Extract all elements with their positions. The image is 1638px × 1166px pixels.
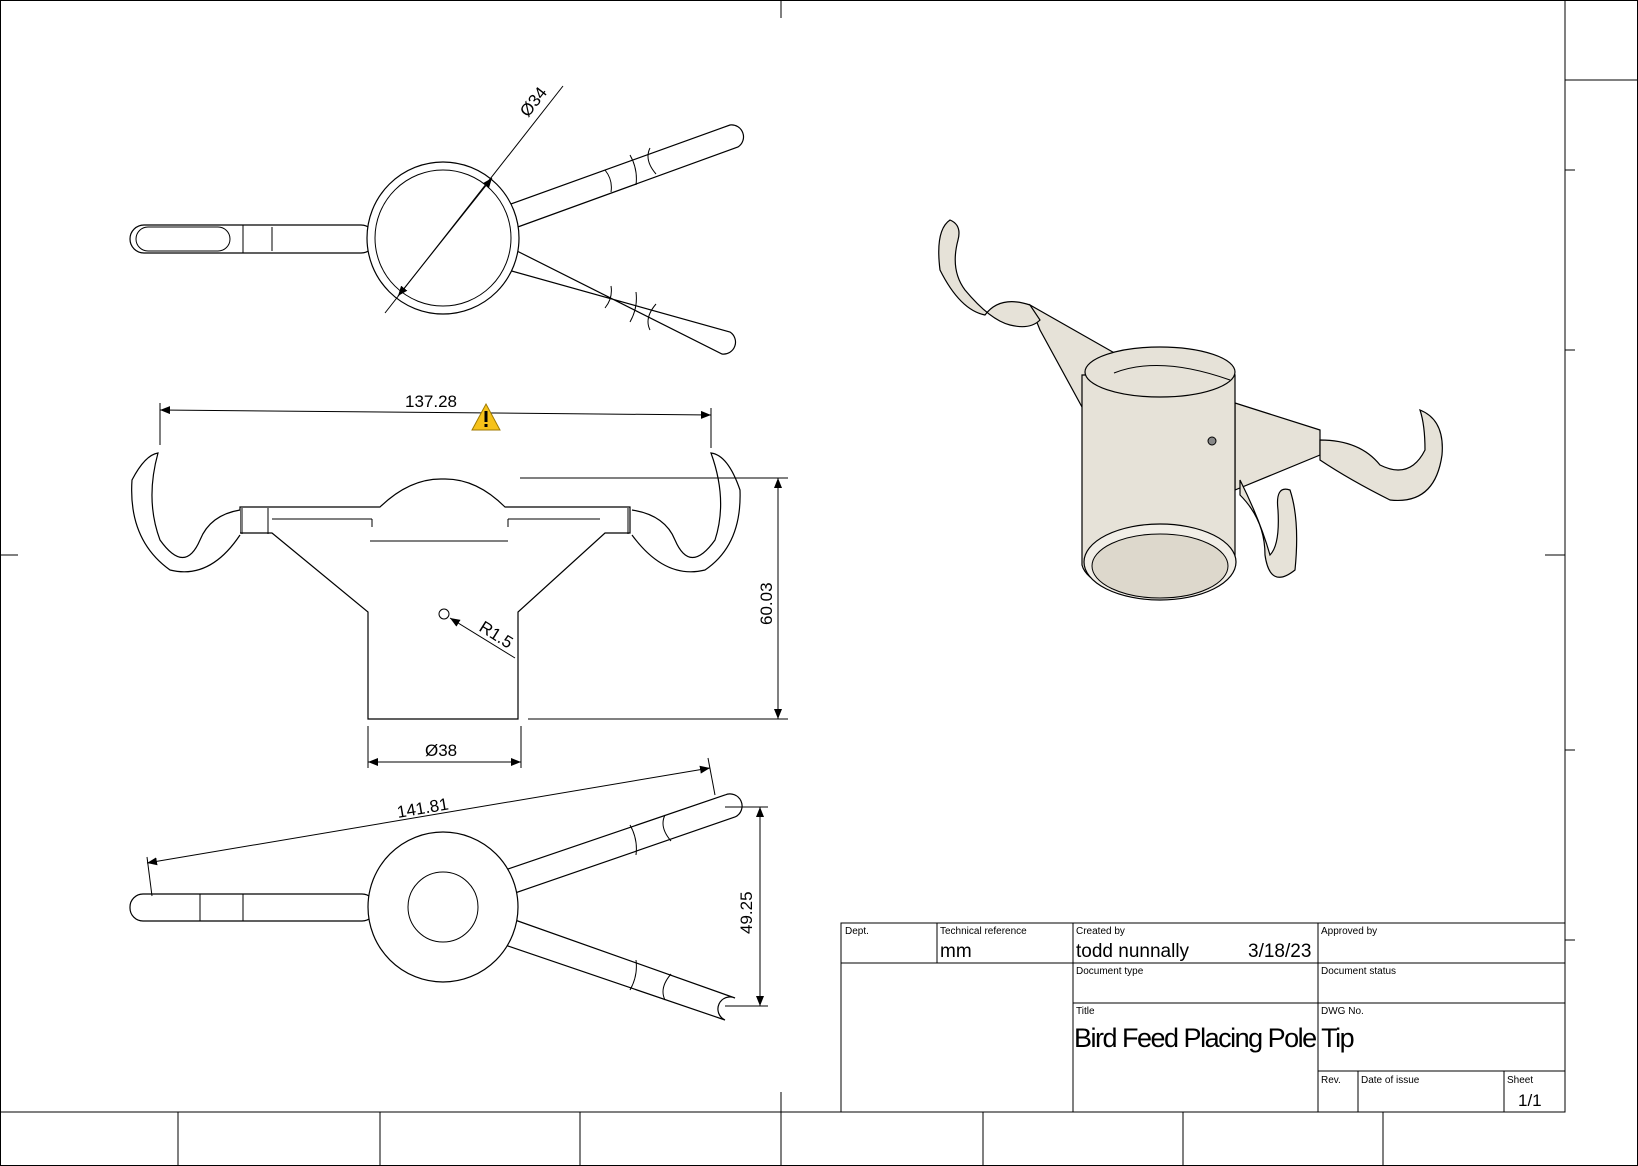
- drawing-title: Bird Feed Placing Pole Tip: [1074, 1023, 1354, 1053]
- created-by-label: Created by: [1076, 926, 1125, 937]
- warning-triangle-icon: [471, 402, 501, 431]
- sheet-value: 1/1: [1518, 1091, 1542, 1110]
- dim-overall-width: 137.28: [405, 392, 457, 411]
- rev-label: Rev.: [1321, 1075, 1341, 1086]
- sheet-label: Sheet: [1507, 1075, 1533, 1086]
- title-block: Dept. Technical reference mm Created by …: [840, 922, 1566, 1113]
- isometric-view: [938, 219, 1443, 601]
- title-label: Title: [1076, 1006, 1095, 1017]
- dept-label: Dept.: [845, 926, 869, 937]
- date-of-issue-label: Date of issue: [1361, 1075, 1420, 1086]
- dim-height: 60.03: [757, 582, 776, 625]
- tech-ref-label: Technical reference: [940, 926, 1027, 937]
- front-view: 137.28 R1.5 60.03 Ø38: [131, 392, 788, 768]
- dim-diagonal-span: 141.81: [395, 795, 449, 822]
- dim-body-diameter: Ø38: [425, 741, 457, 760]
- top-view: Ø34: [129, 83, 745, 355]
- created-date: 3/18/23: [1248, 941, 1311, 962]
- bottom-view: 141.81 49.25: [129, 757, 768, 1021]
- tech-ref-value: mm: [940, 941, 972, 962]
- approved-by-label: Approved by: [1321, 926, 1377, 937]
- doc-status-label: Document status: [1321, 966, 1396, 977]
- dim-arm-spread: 49.25: [737, 891, 756, 934]
- created-by-value: todd nunnally: [1076, 941, 1190, 962]
- dwg-no-label: DWG No.: [1321, 1006, 1364, 1017]
- doc-type-label: Document type: [1076, 966, 1144, 977]
- dim-top-diameter: Ø34: [516, 83, 551, 120]
